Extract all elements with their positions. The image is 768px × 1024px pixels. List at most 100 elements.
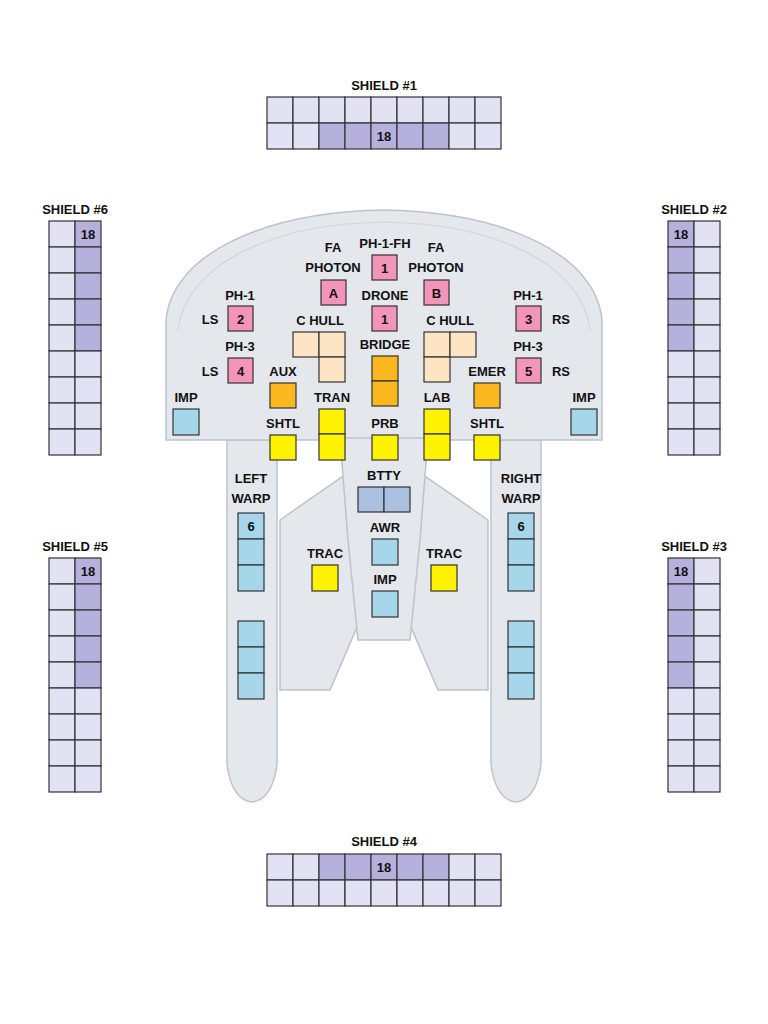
system-label: EMER <box>468 364 506 379</box>
weapon-box: FA PHOTONA <box>321 280 346 305</box>
system-cell <box>75 221 101 247</box>
system-cell <box>424 280 449 305</box>
system-cell <box>358 487 384 512</box>
system-box: LAB <box>424 409 450 460</box>
system-cell <box>474 435 500 460</box>
system-cell <box>75 558 101 584</box>
system-cell <box>75 584 101 610</box>
system-cell <box>371 123 397 149</box>
shield-grid: SHIELD #518 <box>49 558 101 792</box>
box-value: 18 <box>674 564 688 579</box>
box-value: 2 <box>237 311 244 326</box>
system-cell <box>516 358 541 383</box>
system-cell <box>75 610 101 636</box>
system-cell <box>319 409 345 434</box>
system-cell <box>694 636 720 662</box>
system-cell <box>312 565 338 591</box>
system-cell <box>668 662 694 688</box>
saucer <box>166 210 602 440</box>
system-cell <box>173 409 199 435</box>
system-cell <box>694 403 720 429</box>
system-cell <box>372 255 397 280</box>
system-cell <box>293 854 319 880</box>
box-cells <box>48 220 102 456</box>
system-cell <box>668 351 694 377</box>
system-cell <box>694 558 720 584</box>
system-label: SHIELD #6 <box>42 202 108 217</box>
system-cell <box>371 97 397 123</box>
system-cell <box>49 247 75 273</box>
system-cell <box>475 123 501 149</box>
system-cell <box>449 97 475 123</box>
system-cell <box>694 273 720 299</box>
system-cell <box>668 273 694 299</box>
system-cell <box>694 766 720 792</box>
system-label: SHTL <box>470 416 504 431</box>
system-cell <box>371 854 397 880</box>
box-cells <box>667 220 721 456</box>
control-box: BRIDGE <box>372 356 398 406</box>
system-cell <box>267 123 293 149</box>
system-cell <box>319 854 345 880</box>
system-cell <box>345 880 371 906</box>
system-cell <box>319 434 345 460</box>
system-label: SHIELD #5 <box>42 539 108 554</box>
system-cell <box>319 332 345 357</box>
system-cell <box>508 565 534 591</box>
box-value: 18 <box>674 227 688 242</box>
system-cell <box>75 247 101 273</box>
system-label: PH-3 <box>225 339 255 354</box>
box-cells <box>371 538 399 566</box>
system-cell <box>397 880 423 906</box>
system-cell <box>319 357 345 382</box>
system-cell <box>668 377 694 403</box>
system-cell <box>450 332 476 357</box>
system-label: SHIELD #4 <box>351 834 417 849</box>
system-label: PH-3 <box>513 339 543 354</box>
weapon-box: PH-3LS4 <box>228 358 253 383</box>
system-cell <box>270 383 296 408</box>
system-cell <box>75 766 101 792</box>
system-cell <box>49 429 75 455</box>
system-cell <box>372 356 398 381</box>
system-cell <box>694 610 720 636</box>
box-value: 6 <box>517 519 524 534</box>
shield-grid: SHIELD #618 <box>49 221 101 455</box>
system-box: SHTL <box>270 435 296 460</box>
system-cell <box>238 539 264 565</box>
system-cell <box>267 880 293 906</box>
warp-box <box>508 621 534 647</box>
warp-value: 6 <box>508 513 534 539</box>
system-cell <box>397 854 423 880</box>
system-cell <box>424 332 450 357</box>
box-cells <box>311 564 339 592</box>
weapon-box: DRONE1 <box>372 306 397 331</box>
weapon-box: FA PHOTONB <box>424 280 449 305</box>
system-cell <box>571 409 597 435</box>
box-cells <box>667 557 721 793</box>
box-cells <box>172 408 200 436</box>
system-label: SHTL <box>266 416 300 431</box>
system-cell <box>75 351 101 377</box>
system-cell <box>508 539 534 565</box>
engine-box: AWR <box>372 539 398 565</box>
system-box: PRB <box>372 435 398 460</box>
system-cell <box>49 740 75 766</box>
shield-value: 18 <box>668 558 694 584</box>
warp-box <box>508 647 534 673</box>
box-value: 1 <box>381 311 388 326</box>
system-cell <box>49 688 75 714</box>
system-cell <box>424 434 450 460</box>
system-cell <box>75 688 101 714</box>
system-cell <box>424 409 450 434</box>
system-label: TRAC <box>426 546 462 561</box>
system-cell <box>508 513 534 539</box>
system-cell <box>49 273 75 299</box>
system-cell <box>293 123 319 149</box>
system-cell <box>668 403 694 429</box>
system-cell <box>75 714 101 740</box>
system-cell <box>668 221 694 247</box>
system-cell <box>371 880 397 906</box>
system-cell <box>372 306 397 331</box>
system-cell <box>423 854 449 880</box>
